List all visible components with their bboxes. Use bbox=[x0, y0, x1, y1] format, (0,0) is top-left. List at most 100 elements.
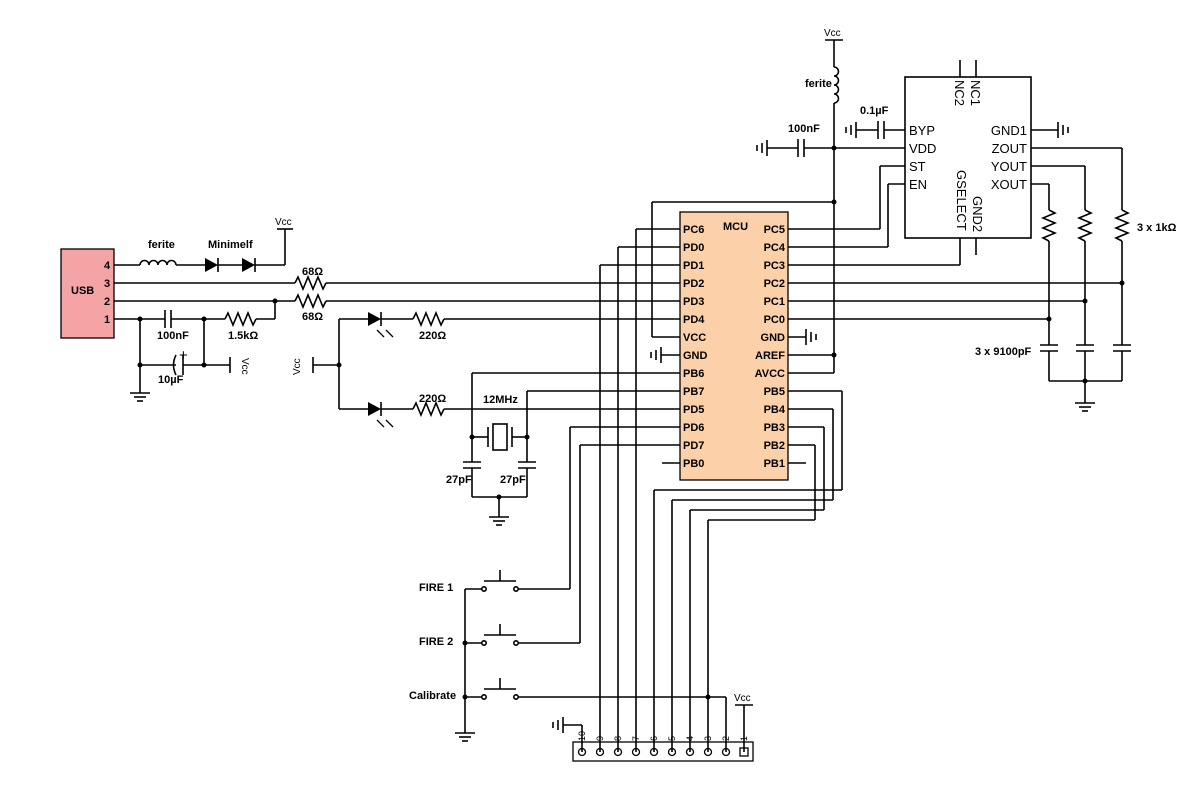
usb-pin-3: 3 bbox=[104, 278, 110, 290]
mcu-pin-r-pc5: PC5 bbox=[764, 224, 785, 236]
c100n-top-label: 100nF bbox=[788, 123, 820, 135]
mcu-pin-pd5: PD5 bbox=[683, 404, 704, 416]
mcu-pin-r-pc3: PC3 bbox=[764, 260, 785, 272]
mcu-vcc-rail bbox=[650, 199, 837, 374]
mcu-label: MCU bbox=[723, 221, 748, 233]
connector-pin-7 bbox=[631, 747, 641, 757]
c3x9100-label: 3 x 9100pF bbox=[975, 346, 1032, 358]
mcu-pin-r-pb2: PB2 bbox=[764, 440, 785, 452]
mcu-pin-pd4: PD4 bbox=[683, 314, 705, 326]
connector-pin-label-7: 7 bbox=[631, 736, 641, 741]
c100n-usb-label: 100nF bbox=[157, 330, 189, 342]
mcu-pin-pb6: PB6 bbox=[683, 368, 704, 380]
crystal-network: 12MHz 27pF 27pF bbox=[446, 372, 680, 526]
acc-pin-byp: BYP bbox=[909, 123, 935, 138]
crystal-label: 12MHz bbox=[483, 394, 518, 406]
mcu-pin-pd0: PD0 bbox=[683, 242, 704, 254]
connector-pin-label-4: 4 bbox=[685, 736, 695, 741]
c10u-plus: + bbox=[179, 347, 188, 364]
fire2-label: FIRE 2 bbox=[419, 636, 453, 648]
acc-power: Vcc ferite 100nF 0.1µF bbox=[756, 28, 1069, 373]
fire1-button[interactable] bbox=[480, 570, 519, 592]
acc-pin-yout: YOUT bbox=[991, 159, 1027, 174]
acc-pin-en: EN bbox=[909, 177, 927, 192]
usb-pin1-network: 100nF 1.5kΩ 10µF + Vcc bbox=[114, 310, 275, 402]
mcu-pin-r-pb1: PB1 bbox=[764, 458, 785, 470]
mcu-pin-pc6: PC6 bbox=[683, 224, 704, 236]
mcu-pin-r-pc2: PC2 bbox=[764, 278, 785, 290]
vcc-led-label: Vcc bbox=[292, 358, 303, 375]
vcc-conn-label: Vcc bbox=[734, 693, 751, 704]
mcu-pin-pb0: PB0 bbox=[683, 458, 704, 470]
connector-pin-3 bbox=[703, 747, 713, 757]
mcu-chip: MCU PC6PD0PD1PD2PD3PD4VCCGNDPB6PB7PD5PD6… bbox=[662, 211, 789, 481]
mcu-pin-r-pc1: PC1 bbox=[764, 296, 785, 308]
r68-top-label: 68Ω bbox=[302, 266, 323, 278]
mcu-pin-pb7: PB7 bbox=[683, 386, 704, 398]
connector-pin-label-9: 9 bbox=[595, 736, 605, 741]
buttons: FIRE 1 FIRE 2 Calibrate bbox=[409, 570, 726, 742]
connector-pin-label-5: 5 bbox=[667, 736, 677, 741]
acc-output-filter: 3 x 1kΩ 3 x 9100pF bbox=[788, 147, 1177, 412]
mcu-pin-gnd: GND bbox=[683, 350, 708, 362]
mcu-pin-r-pc0: PC0 bbox=[764, 314, 785, 326]
acc-pin-st: ST bbox=[909, 159, 926, 174]
vcc-c10u-label: Vcc bbox=[239, 358, 250, 375]
c01u-label: 0.1µF bbox=[860, 105, 889, 117]
mcu-pin-r-pb3: PB3 bbox=[764, 422, 785, 434]
connector-pin-label-2: 2 bbox=[721, 736, 731, 741]
ferrite-top-label: ferite bbox=[805, 78, 832, 90]
connector-pin-1 bbox=[739, 747, 749, 757]
acc-pin-xout: XOUT bbox=[991, 177, 1027, 192]
acc-bottom-pin-gselect: GSELECT bbox=[954, 170, 969, 231]
connector-pin-label-3: 3 bbox=[703, 736, 713, 741]
connector-pin-8 bbox=[613, 747, 623, 757]
mcu-pin-r-gnd: GND bbox=[761, 332, 786, 344]
mcu-pin-pd3: PD3 bbox=[683, 296, 704, 308]
vcc-usb-label: Vcc bbox=[275, 217, 292, 228]
calibrate-label: Calibrate bbox=[409, 690, 456, 702]
c27-left-label: 27pF bbox=[446, 474, 472, 486]
connector-pin-4 bbox=[685, 747, 695, 757]
usb-label: USB bbox=[71, 285, 94, 297]
acc-pin-zout: ZOUT bbox=[992, 141, 1027, 156]
minimelf-label: Minimelf bbox=[208, 239, 253, 251]
acc-top-pin-nc1: NC1 bbox=[968, 80, 983, 106]
connector-pin-label-10: 10 bbox=[577, 731, 587, 741]
usb-pin-4: 4 bbox=[104, 260, 111, 272]
vcc-top-label: Vcc bbox=[824, 28, 841, 39]
mcu-left-wiring bbox=[518, 228, 680, 752]
usb-data-lines: 68Ω 68Ω bbox=[114, 266, 680, 323]
acc-bottom-pin-gnd2: GND2 bbox=[970, 196, 985, 232]
mcu-pin-pd2: PD2 bbox=[683, 278, 704, 290]
mcu-right-wiring bbox=[653, 390, 843, 752]
acc-top-pin-nc2: NC2 bbox=[952, 80, 967, 106]
acc-pin-vdd: VDD bbox=[909, 141, 936, 156]
r68-bottom-label: 68Ω bbox=[302, 311, 323, 323]
mcu-pin-pd1: PD1 bbox=[683, 260, 704, 272]
accelerometer-chip: NC2 NC1 GSELECT GND2 BYP VDD ST EN GND1ZOUT… bbox=[788, 60, 1032, 266]
mcu-pin-r-avcc: AVCC bbox=[755, 368, 785, 380]
mcu-pin-r-pb4: PB4 bbox=[764, 404, 786, 416]
mcu-pin-r-pb5: PB5 bbox=[764, 386, 785, 398]
connector-pin-10 bbox=[577, 747, 587, 757]
connector-pin-label-6: 6 bbox=[649, 736, 659, 741]
ferrite-usb-label: ferite bbox=[148, 239, 175, 251]
r1k5-label: 1.5kΩ bbox=[228, 330, 258, 342]
mcu-pin-pd7: PD7 bbox=[683, 440, 704, 452]
acc-pin-gnd1: GND1 bbox=[991, 123, 1027, 138]
calibrate-button[interactable] bbox=[480, 678, 519, 700]
mcu-pin-r-aref: AREF bbox=[755, 350, 785, 362]
c10u-label: 10µF bbox=[158, 374, 184, 386]
fire2-button[interactable] bbox=[480, 624, 519, 646]
mcu-pin-vcc: VCC bbox=[683, 332, 706, 344]
usb-pin-2: 2 bbox=[104, 296, 110, 308]
mcu-pin-r-pc4: PC4 bbox=[764, 242, 786, 254]
usb-pin-1: 1 bbox=[104, 314, 110, 326]
r220-bottom-label: 220Ω bbox=[419, 393, 446, 405]
connector-pin-5 bbox=[667, 747, 677, 757]
connector-pin-2 bbox=[721, 747, 731, 757]
c27-right-label: 27pF bbox=[500, 474, 526, 486]
